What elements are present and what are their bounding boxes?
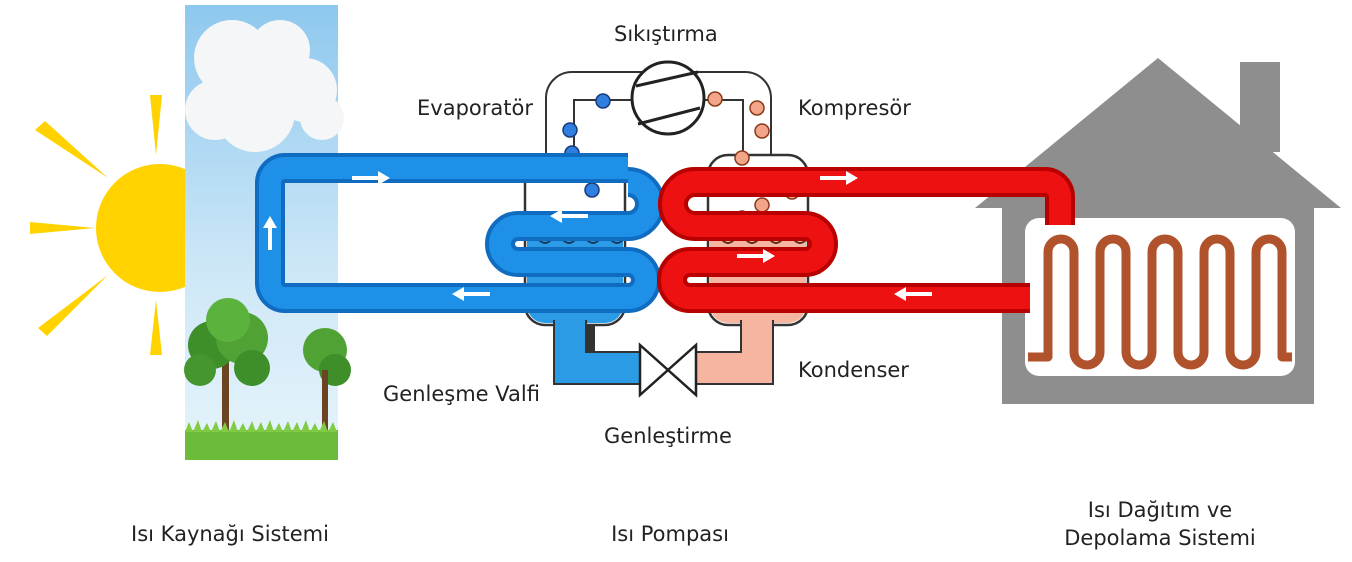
caption-distribution-line2: Depolama Sistemi [1064, 526, 1256, 550]
label-compression: Sıkıştırma [614, 22, 718, 46]
arrow-right-icon [352, 171, 390, 185]
arrow-up-icon [263, 216, 277, 250]
label-compressor: Kompresör [798, 96, 911, 120]
arrow-right-icon [737, 249, 775, 263]
tree-icon [184, 298, 351, 435]
label-expansion-valve: Genleşme Valfi [383, 382, 540, 406]
caption-distribution-line1: Isı Dağıtım ve [1087, 498, 1233, 522]
label-expansion: Genleştirme [604, 424, 732, 448]
heat-source-panel [184, 5, 351, 460]
compressor-icon [630, 60, 706, 136]
cloud-icon [185, 20, 344, 152]
caption-heat-source: Isı Kaynağı Sistemi [131, 522, 329, 546]
caption-heat-pump: Isı Pompası [611, 522, 729, 546]
hot-circuit-pipe [657, 167, 1075, 313]
cold-circuit-pipe [255, 153, 665, 313]
expansion-pipes [553, 318, 774, 385]
arrow-left-icon [452, 287, 490, 301]
flow-arrows [263, 171, 932, 301]
arrow-left-icon [894, 287, 932, 301]
label-evaporator: Evaporatör [417, 96, 533, 120]
label-condenser: Kondenser [798, 358, 909, 382]
radiator-coil [1028, 234, 1292, 370]
arrow-right-icon [820, 171, 858, 185]
grass-icon [185, 420, 338, 460]
expansion-valve-icon [638, 342, 698, 398]
arrow-left-icon [550, 209, 588, 223]
